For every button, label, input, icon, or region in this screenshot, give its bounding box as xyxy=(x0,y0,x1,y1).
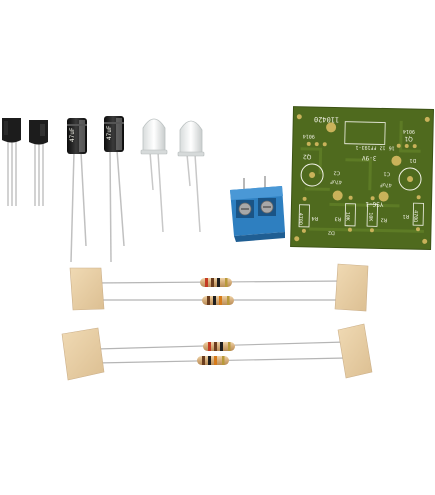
c2-value-label: 47uF xyxy=(330,178,342,184)
pcb-code-label: 110420 xyxy=(314,115,339,124)
resistor-4 xyxy=(197,356,229,365)
pcb-board: 110420 16 12 FF193-1 Q1 9014 Q2 9014 3-9… xyxy=(290,106,435,251)
c1-ref-label: C1 xyxy=(383,170,390,176)
r4-value-label: 470Ω xyxy=(297,213,303,225)
q2-label: Q2 xyxy=(303,153,312,160)
transistor-right xyxy=(29,120,48,206)
transistor-left xyxy=(2,118,21,206)
r2-label: R2 xyxy=(380,216,387,222)
r1-label: R1 xyxy=(403,213,410,219)
capacitor-right: 47uF xyxy=(104,116,125,263)
terminal-block xyxy=(230,176,285,242)
c1-value-label: 47uF xyxy=(380,181,392,187)
led-left xyxy=(140,118,168,233)
d2-label: D2 xyxy=(328,229,335,235)
resistor-1 xyxy=(200,278,232,287)
resistor-2 xyxy=(202,296,234,305)
tape-lower-right xyxy=(337,323,373,379)
c2-ref-label: C2 xyxy=(333,169,340,175)
r2-value-label: 10K xyxy=(367,212,373,221)
r4-label: R4 xyxy=(311,215,318,221)
pcb-part-label: 16 12 FF193-1 xyxy=(355,144,394,151)
tape-upper-right xyxy=(334,263,369,312)
q2-part-label: 9014 xyxy=(303,133,315,139)
led-right xyxy=(177,120,205,233)
d1-label: D1 xyxy=(409,157,416,163)
resistor-strip-lower xyxy=(61,323,373,381)
resistor-strip-upper xyxy=(69,263,369,312)
board-name-label: YSG-1 xyxy=(365,200,384,207)
pcb-pads xyxy=(294,114,430,244)
r1-value-label: 470Ω xyxy=(412,210,418,222)
svg-text:47uF: 47uF xyxy=(69,127,76,142)
svg-text:47uF: 47uF xyxy=(106,125,113,140)
tape-upper-left xyxy=(69,267,105,311)
resistor-3 xyxy=(203,342,235,351)
capacitor-left: 47uF xyxy=(67,118,87,263)
voltage-label: 3-9V xyxy=(362,154,377,161)
q1-label: Q1 xyxy=(404,135,413,142)
tape-lower-left xyxy=(61,327,105,381)
r3-label: R3 xyxy=(334,215,341,221)
r3-value-label: 10K xyxy=(344,212,350,221)
q1-part-label: 9014 xyxy=(403,128,415,134)
